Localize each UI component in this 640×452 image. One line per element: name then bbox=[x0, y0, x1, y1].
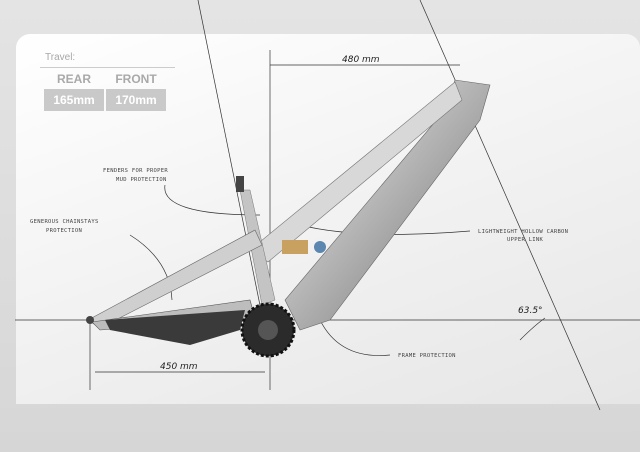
chainstays-note-line1: GENEROUS CHAINSTAYS bbox=[30, 219, 99, 225]
shock-icon bbox=[282, 240, 308, 254]
front-label: FRONT bbox=[115, 72, 157, 86]
frame-protection-note: FRAME PROTECTION bbox=[398, 353, 456, 359]
fenders-note-line2: MUD PROTECTION bbox=[116, 177, 167, 183]
reach-dimension: 480 mm bbox=[342, 55, 380, 65]
bike-frame bbox=[86, 79, 491, 358]
chainstay-dimension: 450 mm bbox=[160, 362, 198, 372]
chainstays-note-line2: PROTECTION bbox=[46, 228, 82, 234]
travel-label: Travel: bbox=[40, 52, 175, 68]
upper-link-note-line2: UPPER LINK bbox=[507, 237, 544, 243]
head-angle-dimension: 63.5° bbox=[518, 306, 543, 316]
rear-travel: REAR 165mm bbox=[44, 72, 104, 111]
upper-link-note-line1: LIGHTWEIGHT HOLLOW CARBON bbox=[478, 229, 568, 235]
front-travel: FRONT 170mm bbox=[106, 72, 166, 111]
rear-label: REAR bbox=[56, 72, 91, 86]
front-value: 170mm bbox=[106, 89, 166, 111]
fenders-note-line1: FENDERS FOR PROPER bbox=[103, 168, 168, 174]
travel-table: Travel: REAR 165mm FRONT 170mm bbox=[40, 52, 175, 111]
rear-value: 165mm bbox=[44, 89, 104, 111]
